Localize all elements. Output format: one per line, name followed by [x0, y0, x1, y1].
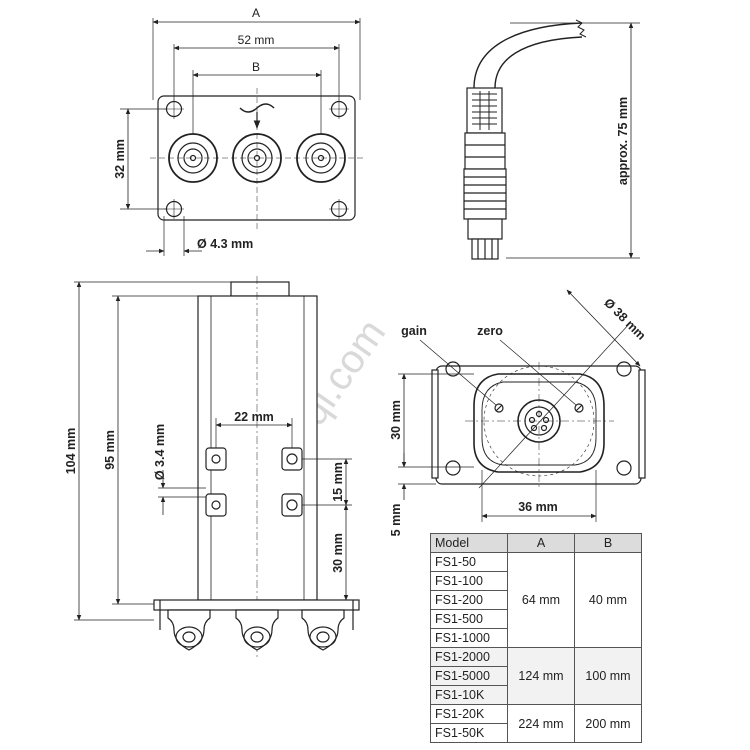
dim-30-label: 30 mm — [331, 533, 345, 573]
top-view — [120, 18, 365, 256]
dim-34-label: Ø 3.4 mm — [153, 424, 167, 480]
dim-a-label: A — [252, 6, 260, 20]
model-dimension-table: Model A B FS1-50 64 mm 40 mm FS1-100 FS1… — [430, 533, 642, 743]
model-cell: FS1-500 — [430, 609, 508, 629]
table-header-row: Model A B — [430, 533, 642, 553]
model-cell: FS1-100 — [430, 571, 508, 591]
zero-potentiometer — [574, 403, 584, 413]
zero-label: zero — [477, 324, 503, 338]
model-cell: FS1-2000 — [430, 647, 508, 667]
b-value-cell: 200 mm — [574, 704, 642, 743]
header-b: B — [574, 533, 642, 553]
bottom-view — [398, 289, 646, 522]
dim-36-label: 36 mm — [518, 500, 558, 514]
dim-104-label: 104 mm — [64, 428, 78, 475]
corner-holes — [164, 99, 349, 219]
dim-32-label: 32 mm — [113, 139, 127, 179]
dim-30-bottom-label: 30 mm — [389, 400, 403, 440]
side-view — [74, 276, 360, 660]
table-row: FS1-5000 — [430, 666, 642, 686]
dim-b-label: B — [252, 60, 260, 74]
feet — [167, 609, 345, 651]
dim-hole-label: Ø 4.3 mm — [197, 237, 253, 251]
connector-nut — [464, 132, 506, 170]
table-row: FS1-500 — [430, 609, 642, 629]
table-row: FS1-50 64 mm 40 mm — [430, 552, 642, 648]
dim-38-label: Ø 38 mm — [601, 296, 648, 343]
dim-15-label: 15 mm — [331, 462, 345, 502]
strain-relief — [466, 87, 503, 134]
mounting-tabs — [205, 447, 303, 517]
table-row: FS1-50K — [430, 723, 642, 743]
table-row: FS1-1000 — [430, 628, 642, 648]
a-value-cell: 64 mm — [507, 552, 575, 648]
base-plate — [153, 599, 360, 611]
model-cell: FS1-200 — [430, 590, 508, 610]
dim-52-label: 52 mm — [238, 33, 275, 47]
table-row: FS1-100 — [430, 571, 642, 591]
a-value-cell: 224 mm — [507, 704, 575, 743]
b-value-cell: 100 mm — [574, 647, 642, 705]
top-cap — [230, 281, 290, 297]
table-row: FS1-20K 224 mm 200 mm — [430, 704, 642, 743]
gain-label: gain — [401, 324, 427, 338]
dim-95-label: 95 mm — [103, 430, 117, 470]
model-cell: FS1-50K — [430, 723, 508, 743]
dim-22-label: 22 mm — [234, 410, 274, 424]
model-cell: FS1-20K — [430, 704, 508, 724]
header-a: A — [507, 533, 575, 553]
table-row: FS1-2000 124 mm 100 mm — [430, 647, 642, 705]
cable-view — [463, 19, 640, 260]
dim-5-label: 5 mm — [389, 504, 403, 537]
model-cell: FS1-5000 — [430, 666, 508, 686]
b-value-cell: 40 mm — [574, 552, 642, 648]
table-row: FS1-10K — [430, 685, 642, 705]
header-model: Model — [430, 533, 508, 553]
a-value-cell: 124 mm — [507, 647, 575, 705]
gain-potentiometer — [494, 403, 504, 413]
cable-length-label: approx. 75 mm — [616, 97, 630, 185]
model-cell: FS1-1000 — [430, 628, 508, 648]
cable — [473, 22, 583, 89]
model-cell: FS1-10K — [430, 685, 508, 705]
model-cell: FS1-50 — [430, 552, 508, 572]
mounting-plate — [157, 95, 356, 221]
